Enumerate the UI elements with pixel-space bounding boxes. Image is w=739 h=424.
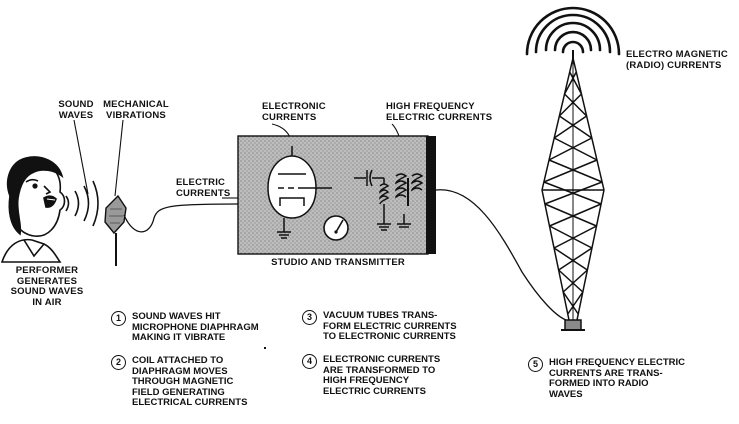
tower-brace [569, 71, 583, 95]
step-4-number: 4 [302, 354, 317, 369]
tower-brace [558, 115, 593, 139]
radio-wave-icon [525, 6, 621, 56]
step-3-text: VACUUM TUBES TRANS- FORM ELECTRIC CURREN… [323, 310, 457, 342]
electric-currents-label: ELECTRIC CURRENTS [176, 177, 231, 199]
electro-magnetic-label: ELECTRO MAGNETIC (RADIO) CURRENTS [626, 49, 728, 71]
high-frequency-label: HIGH FREQUENCY ELECTRIC CURRENTS [386, 101, 493, 123]
mechanical-vibrations-label: MECHANICAL VIBRATIONS [103, 99, 169, 121]
antenna-feed-wire [435, 189, 567, 321]
studio-transmitter-label: STUDIO AND TRANSMITTER [271, 257, 405, 268]
tower-brace [553, 137, 598, 161]
tower-brace [558, 269, 584, 293]
sound-waves-label: SOUND WAVES [58, 99, 94, 121]
tower-brace [553, 115, 588, 139]
tower-brace [549, 225, 593, 249]
tower-brace [564, 93, 588, 117]
step-4-text: ELECTRONIC CURRENTS ARE TRANSFORMED TO H… [323, 354, 441, 397]
tower-brace [562, 269, 588, 293]
tower-brace [553, 247, 588, 271]
radio-tower-icon [541, 50, 605, 331]
electronic-currents-label: ELECTRONIC CURRENTS [262, 101, 326, 123]
step-3-number: 3 [302, 310, 317, 325]
tower-brace [544, 181, 603, 205]
microphone-wire [123, 203, 239, 233]
tower-brace [548, 137, 593, 161]
tower-brace [553, 225, 597, 249]
tower-brace [558, 247, 593, 271]
step-1-text: SOUND WAVES HIT MICROPHONE DIAPHRAGM MAK… [132, 311, 259, 343]
performer-icon [0, 156, 66, 263]
step-1-number: 1 [111, 311, 126, 326]
tower-brace [567, 291, 584, 315]
step-5-text: HIGH FREQUENCY ELECTRIC CURRENTS ARE TRA… [549, 357, 686, 400]
tower-brace [558, 93, 582, 117]
vacuum-tube-icon [267, 146, 332, 239]
sound-wave-icon [65, 180, 99, 227]
tower-brace [563, 71, 577, 95]
transmitter-box [237, 135, 436, 255]
tuning-circuit-icon [354, 169, 424, 231]
tower-brace [549, 203, 602, 227]
tower-brace [544, 203, 597, 227]
ink-dot [264, 347, 266, 349]
tower-brace [562, 291, 579, 315]
step-5-number: 5 [528, 357, 543, 372]
step-2-text: COIL ATTACHED TO DIAPHRAGM MOVES THROUGH… [132, 355, 248, 408]
microphone-icon [104, 194, 127, 266]
performer-label: PERFORMER GENERATES SOUND WAVES IN AIR [10, 265, 84, 308]
tower-brace [548, 159, 603, 183]
tower-brace [543, 159, 598, 183]
meter-icon [323, 215, 349, 241]
step-2-number: 2 [111, 355, 126, 370]
